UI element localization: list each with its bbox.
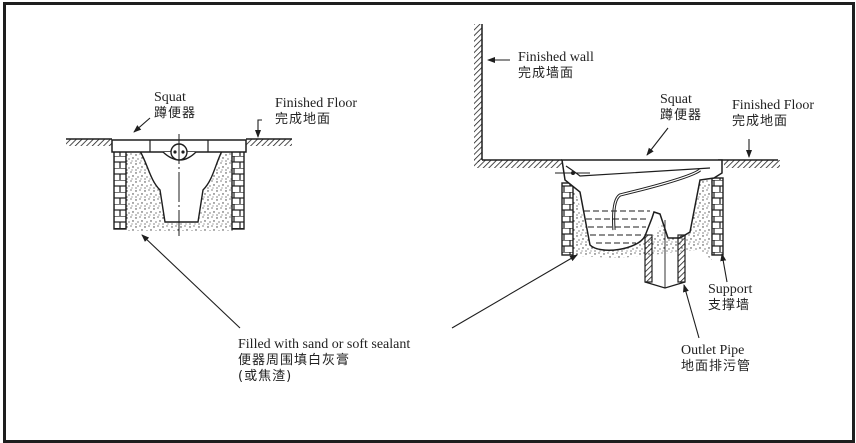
outlet-pipe-arrow bbox=[683, 284, 700, 339]
left-brick-wall-left bbox=[113, 150, 127, 230]
right-squat-arrow bbox=[646, 127, 669, 156]
right-floor-hatch-left bbox=[474, 160, 562, 168]
finished-wall-label-en: Finished wall bbox=[518, 50, 594, 65]
finished-wall-label-zh: 完成墙面 bbox=[518, 66, 575, 81]
right-sand-fill bbox=[572, 176, 712, 260]
right-squat-label-en: Squat bbox=[660, 92, 692, 107]
outlet-pipe-label-en: Outlet Pipe bbox=[681, 343, 745, 358]
right-squat-label: Squat 蹲便器 bbox=[660, 92, 702, 124]
fill-label-zh: 便器周围填白灰膏 bbox=[238, 353, 351, 368]
support-label-zh: 支撑墙 bbox=[708, 298, 751, 313]
right-finished-floor-label: Finished Floor 完成地面 bbox=[732, 98, 814, 130]
right-floor-hatch-right bbox=[724, 160, 780, 168]
left-squat-label: Squat 蹲便器 bbox=[154, 90, 196, 122]
water-level-lines bbox=[584, 210, 650, 244]
support-arrow bbox=[720, 253, 728, 283]
outlet-pipe bbox=[644, 220, 686, 289]
left-finished-floor-label-en: Finished Floor bbox=[275, 96, 358, 111]
fill-arrow-left bbox=[141, 234, 241, 329]
left-finished-floor-label: Finished Floor 完成地面 bbox=[275, 96, 357, 128]
left-squat-label-en: Squat bbox=[154, 90, 186, 105]
right-brick-wall-left bbox=[561, 182, 574, 256]
right-finished-floor-label-en: Finished Floor bbox=[732, 98, 815, 113]
finished-wall-hatch bbox=[474, 24, 482, 162]
fill-label-en: Filled with sand or soft sealant bbox=[238, 337, 411, 352]
support-label-en: Support bbox=[708, 282, 753, 297]
left-squat-label-zh: 蹲便器 bbox=[154, 106, 197, 121]
outlet-pipe-label: Outlet Pipe 地面排污管 bbox=[681, 343, 751, 375]
support-label: Support 支撑墙 bbox=[708, 282, 752, 314]
diagram-frame bbox=[3, 2, 855, 443]
fill-label: Filled with sand or soft sealant 便器周围填白灰… bbox=[238, 337, 410, 385]
left-floor-arrow bbox=[255, 119, 262, 138]
finished-wall-label: Finished wall 完成墙面 bbox=[518, 50, 594, 82]
right-squat-bowl bbox=[561, 159, 723, 251]
right-finished-floor-label-zh: 完成地面 bbox=[732, 114, 789, 129]
left-floor-hatch-left bbox=[66, 139, 112, 146]
left-finished-floor-label-zh: 完成地面 bbox=[275, 112, 332, 127]
left-squat-bowl bbox=[138, 150, 224, 223]
left-squat-arrow bbox=[133, 117, 151, 133]
left-brick-wall-right bbox=[231, 150, 245, 230]
outlet-pipe-label-zh: 地面排污管 bbox=[681, 359, 752, 374]
support-brick-wall bbox=[711, 177, 724, 256]
left-view bbox=[66, 117, 292, 236]
right-view bbox=[474, 24, 780, 339]
fill-label-zh-alt: (或焦渣) bbox=[238, 369, 293, 384]
fill-arrow-right bbox=[451, 254, 578, 329]
right-squat-label-zh: 蹲便器 bbox=[660, 108, 703, 123]
left-floor-hatch-right bbox=[246, 139, 292, 146]
